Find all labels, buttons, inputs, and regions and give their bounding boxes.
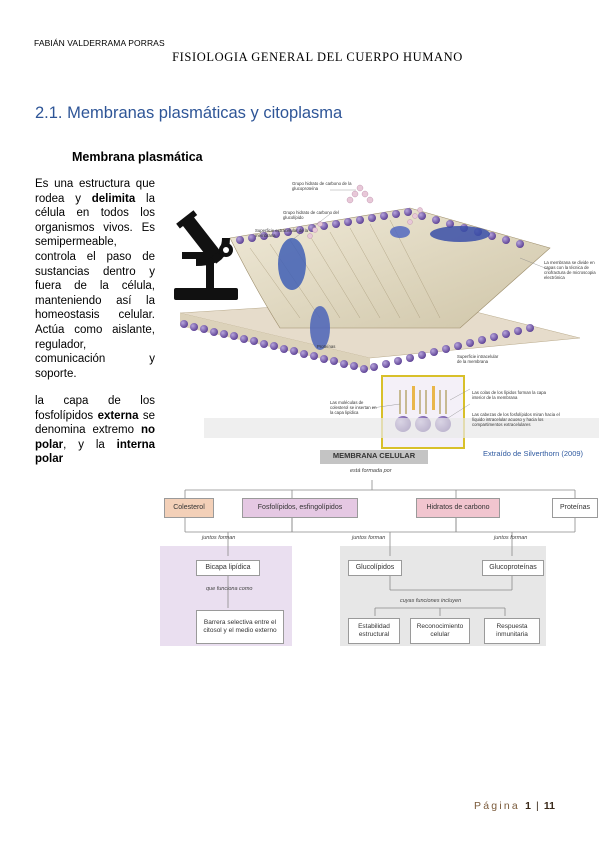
paragraph-phospholipids: la capa de los fosfolípidos externa se d… — [35, 394, 155, 467]
paragraph-text: la célula en todos los organismos vivos.… — [35, 192, 155, 380]
together-form-1: juntos forman — [202, 535, 236, 541]
paragraph-text: se denomina extremo — [35, 409, 156, 437]
bold-term: no polar — [35, 424, 155, 451]
concept-carbohydrates: Hidratos de carbono — [416, 498, 500, 518]
label-lipid-tails: Las colas de los lípidos forman la capa … — [472, 390, 547, 400]
concept-glycoproteins: Glucoproteínas — [482, 560, 544, 576]
concept-cholesterol: Colesterol — [164, 498, 214, 518]
label-glycoprotein: Grupo hidrato de carbono de la glucoprot… — [292, 181, 352, 191]
concept-functions-include: cuyas funciones incluyen — [400, 598, 462, 604]
concept-phospholipids: Fosfolípidos, esfingolípidos — [242, 498, 358, 518]
paragraph-text: la capa de los fosfolípidos — [35, 395, 155, 422]
concept-bilayer: Bicapa lipídica — [196, 560, 260, 576]
microscope-icon — [174, 210, 238, 300]
concept-functions-as: que funciona como — [206, 586, 253, 592]
author-name: FABIÁN VALDERRAMA PORRAS — [34, 38, 165, 48]
label-extracellular: Superficie extracelular de la membrana — [255, 228, 309, 238]
together-form-2: juntos forman — [352, 535, 386, 541]
label-glycolipid: Grupo hidrato de carbono del glucolípido — [283, 210, 339, 220]
page-footer: Página 1 | 11 — [474, 800, 555, 812]
label-phospholipid-heads: Las cabezas de los fosfolípidos miran ha… — [472, 412, 560, 427]
concept-structural-stability: Estabilidad estructural — [348, 618, 400, 644]
cell-membrane-illustration — [179, 184, 599, 449]
subsection-title: Membrana plasmática — [72, 150, 203, 164]
concept-barrier: Barrera selectiva entre el citosol y el … — [196, 610, 284, 644]
concept-cell-recognition: Reconocimiento celular — [410, 618, 470, 644]
concept-glycolipids: Glucolípidos — [348, 560, 402, 576]
document-title: FISIOLOGIA GENERAL DEL CUERPO HUMANO — [172, 50, 463, 64]
footer-separator: | — [536, 800, 539, 812]
concept-immune-response: Respuesta inmunitaria — [484, 618, 540, 644]
bold-term: delimita — [91, 192, 136, 205]
label-cholesterol: Las moléculas de colesterol se insertan … — [330, 400, 377, 415]
concept-proteins: Proteínas — [552, 498, 598, 518]
footer-page-word: Página — [474, 800, 520, 812]
label-proteins: Proteínas — [317, 344, 336, 349]
section-title: 2.1. Membranas plasmáticas y citoplasma — [35, 104, 343, 122]
label-intracellular: Superficie intracelular de la membrana — [457, 354, 499, 364]
concept-formed-by: está formada por — [350, 468, 392, 474]
paragraph-definition: Es una estructura que rodea y delimita l… — [35, 177, 155, 381]
bold-term: externa — [97, 409, 139, 422]
bold-term: interna polar — [35, 438, 155, 466]
concept-root: MEMBRANA CELULAR — [332, 451, 416, 460]
footer-total-pages: 11 — [543, 800, 555, 812]
footer-page-number: 1 — [525, 800, 531, 812]
together-form-3: juntos forman — [494, 535, 528, 541]
paragraph-text: , y la — [63, 438, 117, 451]
paragraph-text: Es una estructura que rodea y — [35, 178, 155, 205]
label-cryofracture: La membrana se divide en capas con la té… — [544, 260, 596, 280]
figure-credit: Extraído de Silverthorn (2009) — [483, 449, 584, 458]
concept-map-connectors — [160, 450, 576, 646]
